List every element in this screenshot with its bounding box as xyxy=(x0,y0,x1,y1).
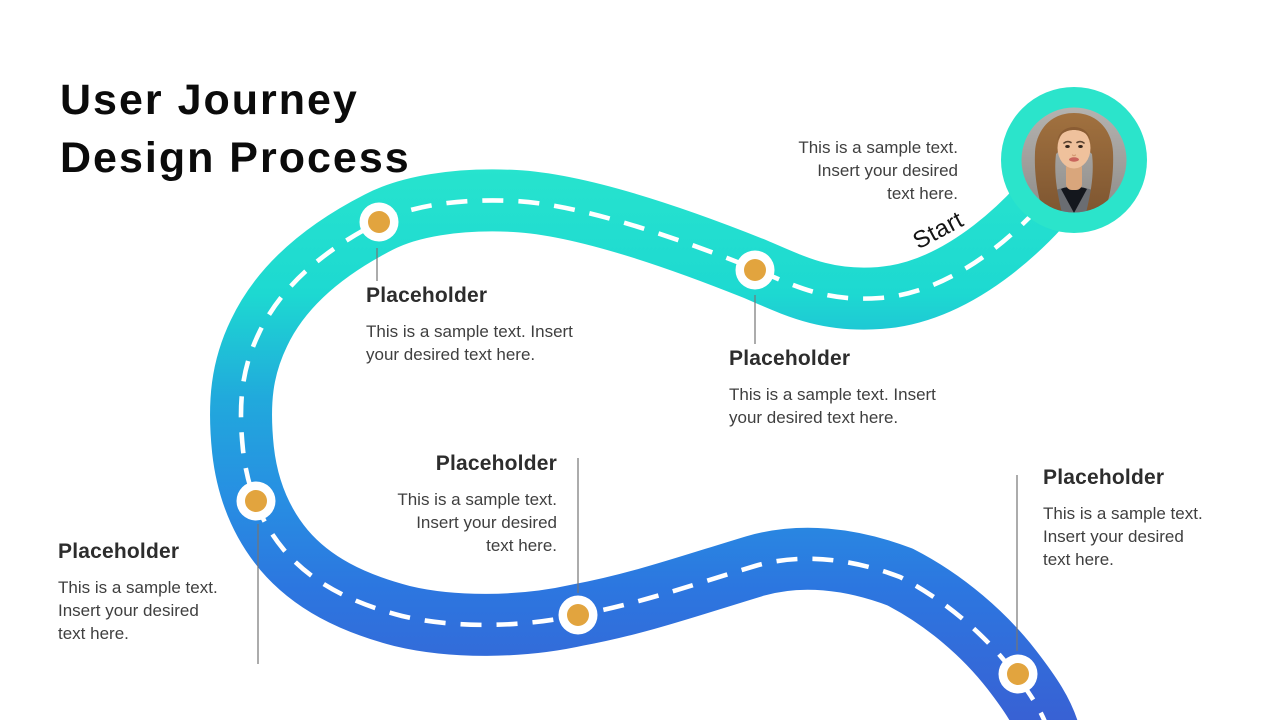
milestone-dot-2 xyxy=(735,250,775,290)
milestone-body: This is a sample text. Insert your desir… xyxy=(729,385,936,427)
milestone-title: Placeholder xyxy=(1043,466,1165,489)
milestone-title: Placeholder xyxy=(58,540,180,563)
milestone-body: This is a sample text. Insert your desir… xyxy=(1043,504,1203,569)
page-title: User Journey Design Process xyxy=(60,71,411,187)
milestone-dot-1 xyxy=(359,202,399,242)
milestone-body: This is a sample text. Insert your desir… xyxy=(397,490,557,555)
milestone-dot-4 xyxy=(558,595,598,635)
road-path xyxy=(210,140,1104,720)
milestone-callout-3: Placeholder This is a sample text. Inser… xyxy=(58,540,228,645)
milestone-callout-2: Placeholder This is a sample text. Inser… xyxy=(729,347,961,429)
start-badge xyxy=(1001,87,1147,233)
milestone-body: This is a sample text. Insert your desir… xyxy=(58,578,218,643)
milestone-title: Placeholder xyxy=(729,347,851,370)
start-caption: This is a sample text. Insert your desir… xyxy=(798,138,958,203)
milestone-dot-3 xyxy=(236,481,276,521)
milestone-body: This is a sample text. Insert your desir… xyxy=(366,322,573,364)
title-line-1: User Journey xyxy=(60,75,359,124)
milestone-dot-5 xyxy=(998,654,1038,694)
milestone-callout-5: Placeholder This is a sample text. Inser… xyxy=(1043,466,1213,571)
woman-portrait-photo xyxy=(1021,107,1127,213)
title-line-2: Design Process xyxy=(60,133,411,182)
milestone-callout-1: Placeholder This is a sample text. Inser… xyxy=(366,284,598,366)
milestone-title: Placeholder xyxy=(366,284,488,307)
milestone-title: Placeholder xyxy=(435,452,557,475)
milestone-callout-4: Placeholder This is a sample text. Inser… xyxy=(387,452,557,557)
